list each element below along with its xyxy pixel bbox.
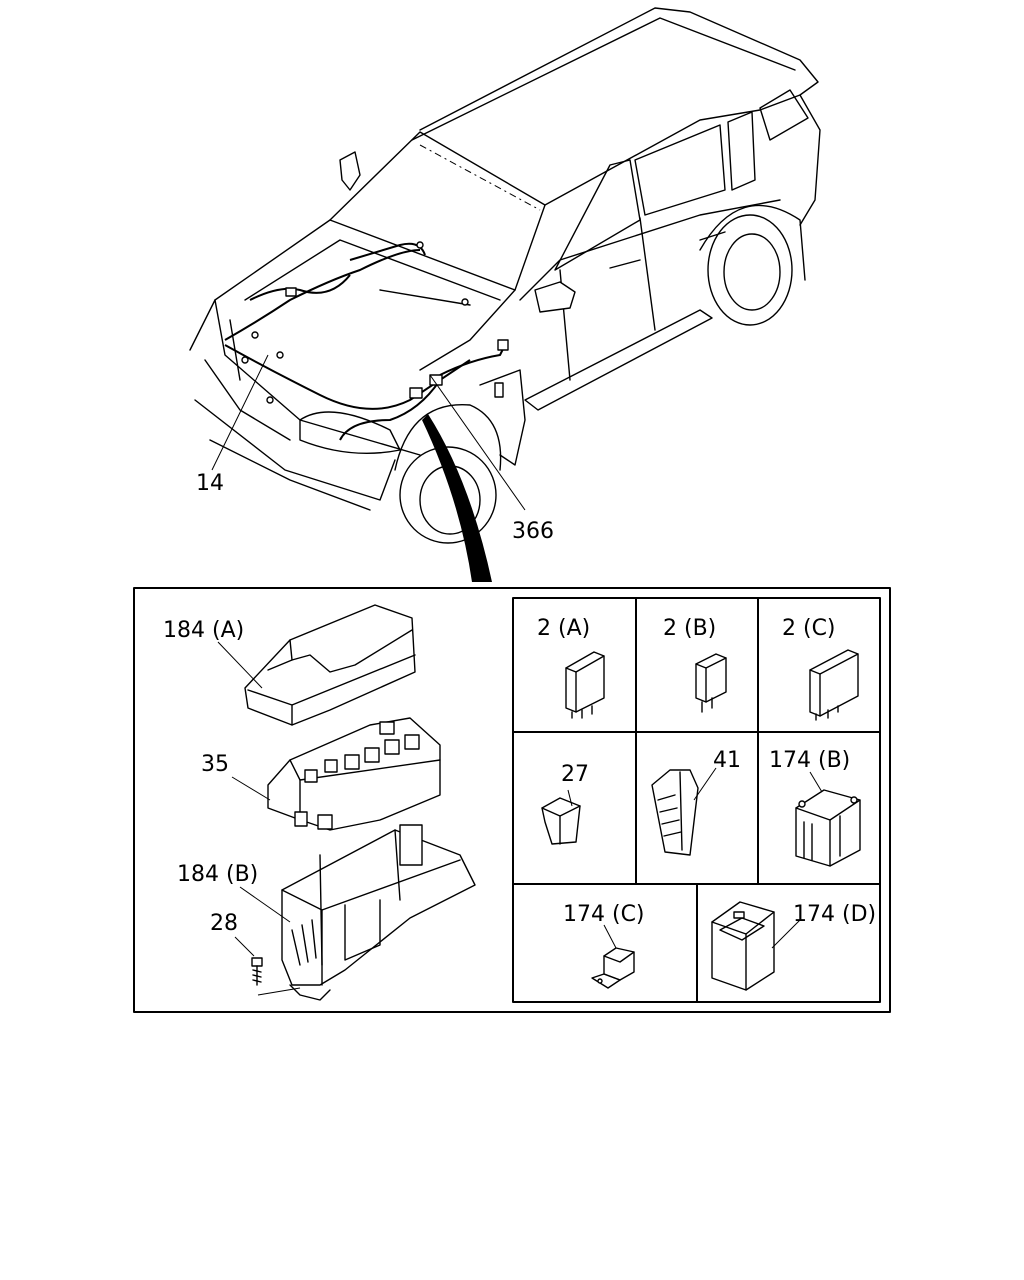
callout-fuse-block: 35 xyxy=(201,752,229,777)
label-174d: 174 (D) xyxy=(793,902,876,927)
fuse-174d-icon xyxy=(711,901,801,991)
relay-2b-icon xyxy=(695,653,727,713)
mini-fuse-27-icon xyxy=(541,789,581,845)
fuse-puller-41-icon xyxy=(651,767,717,856)
fuse-174b-icon xyxy=(795,771,861,867)
label-41: 41 xyxy=(713,748,741,773)
parts-grid xyxy=(512,597,881,1003)
callout-fuse-box-base: 184 (B) xyxy=(177,862,258,887)
label-2a: 2 (A) xyxy=(537,616,590,641)
fuse-box-illustration xyxy=(217,604,476,1001)
detail-panel xyxy=(133,587,891,1013)
label-174c: 174 (C) xyxy=(563,902,645,927)
callout-harness: 14 xyxy=(196,471,224,496)
label-2c: 2 (C) xyxy=(782,616,836,641)
label-27: 27 xyxy=(561,762,589,787)
relay-2c-icon xyxy=(809,649,859,721)
label-174b: 174 (B) xyxy=(769,748,850,773)
callout-fuse-box-cover: 184 (A) xyxy=(163,618,244,643)
vehicle-illustration xyxy=(189,7,821,582)
relay-2a-icon xyxy=(565,651,605,719)
fuse-174c-icon xyxy=(591,924,635,989)
label-2b: 2 (B) xyxy=(663,616,716,641)
callout-engine-harness: 366 xyxy=(512,519,554,544)
callout-screw: 28 xyxy=(210,911,238,936)
